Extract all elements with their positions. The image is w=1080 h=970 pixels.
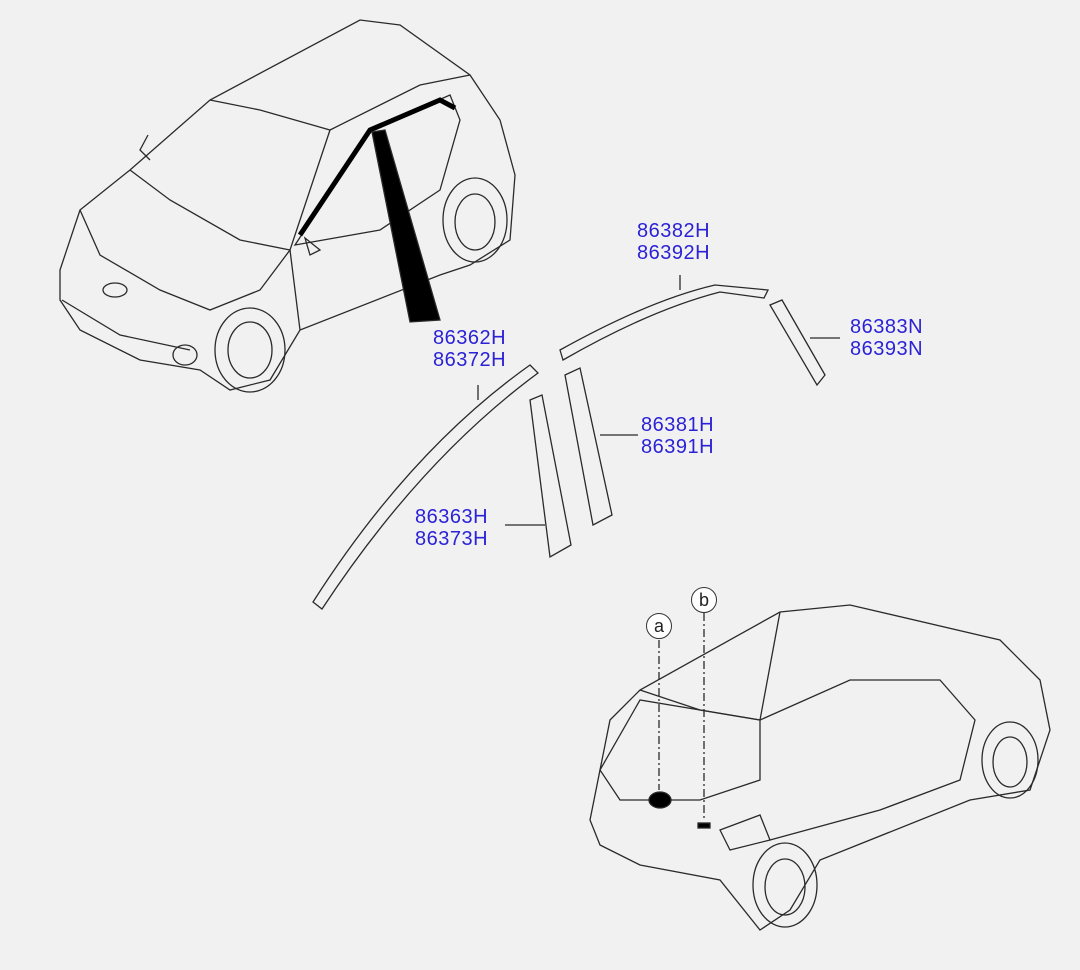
moulding-parts bbox=[312, 275, 840, 610]
rear-car-illustration bbox=[589, 604, 1051, 931]
callout-86383n: 86383N 86393N bbox=[850, 316, 923, 360]
front-car-illustration bbox=[59, 19, 516, 393]
marker-a: a bbox=[646, 613, 672, 639]
part-number: 86391H bbox=[641, 436, 715, 458]
marker-b: b bbox=[691, 587, 717, 613]
part-number: 86383N bbox=[850, 316, 924, 338]
part-number: 86382H bbox=[637, 220, 711, 242]
part-number: 86363H bbox=[415, 506, 489, 528]
part-number: 86362H bbox=[433, 327, 507, 349]
part-number: 86372H bbox=[433, 349, 507, 371]
callout-86382h: 86382H 86392H bbox=[637, 220, 710, 264]
callout-86362h: 86362H 86372H bbox=[433, 327, 506, 371]
part-number: 86392H bbox=[637, 242, 711, 264]
callout-86381h: 86381H 86391H bbox=[641, 414, 714, 458]
part-number: 86381H bbox=[641, 414, 715, 436]
part-number: 86373H bbox=[415, 528, 489, 550]
part-number: 86393N bbox=[850, 338, 924, 360]
callout-86363h: 86363H 86373H bbox=[415, 506, 488, 550]
